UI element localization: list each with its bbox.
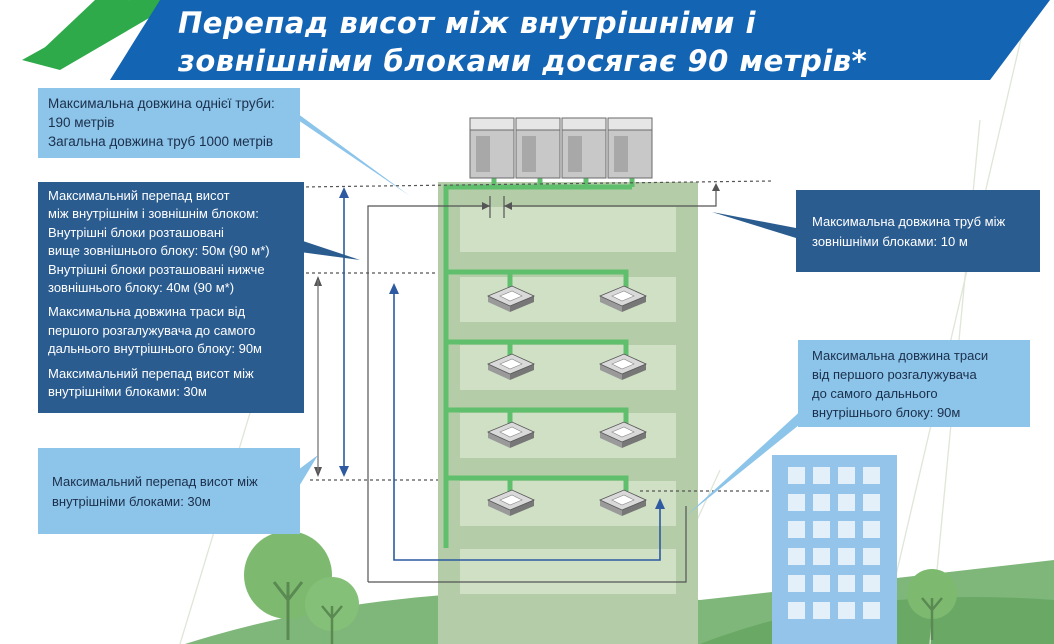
callout-text: до самого дальнього xyxy=(812,386,938,401)
title-line-1: Перепад висот між внутрішніми і xyxy=(178,6,756,40)
pointer-branch-route xyxy=(686,395,830,516)
building-window xyxy=(838,548,855,565)
pointer-indoor-diff xyxy=(298,455,318,488)
measurement-lines xyxy=(299,180,773,583)
callout-text: внутрішнього блоку: 90м xyxy=(812,405,961,420)
indoor-cassette-unit xyxy=(486,285,536,312)
building-window xyxy=(863,575,880,592)
callout-text: зовнішніми блоками: 10 м xyxy=(812,234,968,249)
callout-indoor-diff: Максимальний перепад висот між внутрішні… xyxy=(38,448,300,534)
banner-blue xyxy=(110,0,1050,80)
building-window xyxy=(788,548,805,565)
indoor-units xyxy=(486,285,648,516)
callout-text: внутрішніми блоками: 30м xyxy=(48,384,207,400)
callout-text: Внутрішні блоки розташовані нижче xyxy=(48,261,265,277)
callout-height-diff: Максимальний перепад висот між внутрішні… xyxy=(38,182,304,413)
callout-pipe-length: Максимальна довжина однієї труби: 190 ме… xyxy=(38,88,300,158)
building-window xyxy=(813,467,830,484)
indoor-cassette-unit xyxy=(486,421,536,448)
building-window xyxy=(813,575,830,592)
building-window xyxy=(863,494,880,511)
indoor-cassette-unit xyxy=(486,353,536,380)
building-window xyxy=(838,494,855,511)
building-window xyxy=(838,575,855,592)
callout-text: Максимальна довжина траси xyxy=(812,348,989,363)
callout-text: вище зовнішнього блоку: 50м (90 м*) xyxy=(48,243,270,259)
callout-text: дальнього внутрішнього блоку: 90м xyxy=(48,341,262,357)
outdoor-unit-3 xyxy=(561,117,607,179)
building-window xyxy=(813,602,830,619)
building-window xyxy=(788,602,805,619)
building-window xyxy=(813,548,830,565)
building-window xyxy=(838,467,855,484)
callout-text: Максимальний перепад висот між xyxy=(52,474,258,489)
building-window xyxy=(788,494,805,511)
outdoor-unit-4 xyxy=(607,117,653,179)
indoor-cassette-unit xyxy=(598,421,648,448)
pointer-outdoor-pipe xyxy=(712,212,796,238)
pointer-height-diff xyxy=(300,240,360,260)
callout-text: Максимальна довжина траси від xyxy=(48,304,246,320)
callout-text: від першого розгалужувача xyxy=(812,367,977,382)
callout-text: Максимальна довжина однієї труби: xyxy=(48,96,275,111)
page-title: Перепад висот між внутрішніми і зовнішні… xyxy=(178,4,938,80)
callout-branch-route: Максимальна довжина траси від першого ро… xyxy=(798,340,1030,427)
building-window xyxy=(813,521,830,538)
building-window xyxy=(788,521,805,538)
callout-text: внутрішніми блоками: 30м xyxy=(52,494,211,509)
tree-right xyxy=(907,569,957,640)
building-window xyxy=(788,467,805,484)
callout-text: зовнішнього блоку: 40м (90 м*) xyxy=(48,280,235,296)
building-window xyxy=(838,521,855,538)
callout-text: 190 метрів xyxy=(48,115,115,130)
callout-outdoor-pipe: Максимальна довжина труб між зовнішніми … xyxy=(796,190,1040,272)
building-window xyxy=(788,575,805,592)
building-window xyxy=(863,548,880,565)
building-window xyxy=(863,521,880,538)
callout-text: Максимальна довжина труб між xyxy=(812,214,1006,229)
refrigerant-route xyxy=(343,194,661,561)
building-window xyxy=(863,602,880,619)
title-line-2: зовнішніми блоками досягає 90 метрів* xyxy=(178,44,868,78)
tree-left-small xyxy=(305,577,359,644)
outdoor-units xyxy=(469,117,653,179)
outdoor-unit-1 xyxy=(469,117,515,179)
callout-text: Максимальний перепад висот xyxy=(48,188,230,203)
building-window xyxy=(838,602,855,619)
outdoor-unit-2 xyxy=(515,117,561,179)
callout-text: Загальна довжина труб 1000 метрів xyxy=(48,134,274,149)
building-window xyxy=(813,494,830,511)
building-window xyxy=(863,467,880,484)
indoor-cassette-unit xyxy=(598,353,648,380)
pointer-pipe-length xyxy=(290,108,410,196)
indoor-cassette-unit xyxy=(598,489,648,516)
indoor-cassette-unit xyxy=(486,489,536,516)
floor-1 xyxy=(460,207,676,252)
floor-6 xyxy=(460,549,676,594)
indoor-cassette-unit xyxy=(598,285,648,312)
building-right xyxy=(772,455,897,644)
callout-text: Максимальний перепад висот між xyxy=(48,365,254,381)
callout-text: Внутрішні блоки розташовані xyxy=(48,224,224,240)
callout-text: першого розгалужувача до самого xyxy=(48,322,256,338)
arrows-blue xyxy=(339,187,665,509)
banner-green-stripe-2 xyxy=(40,0,130,52)
main-building xyxy=(438,182,698,644)
callout-text: між внутрішнім і зовнішнім блоком: xyxy=(48,206,259,222)
title-banner xyxy=(22,0,1050,80)
banner-green-stripe xyxy=(22,0,180,70)
